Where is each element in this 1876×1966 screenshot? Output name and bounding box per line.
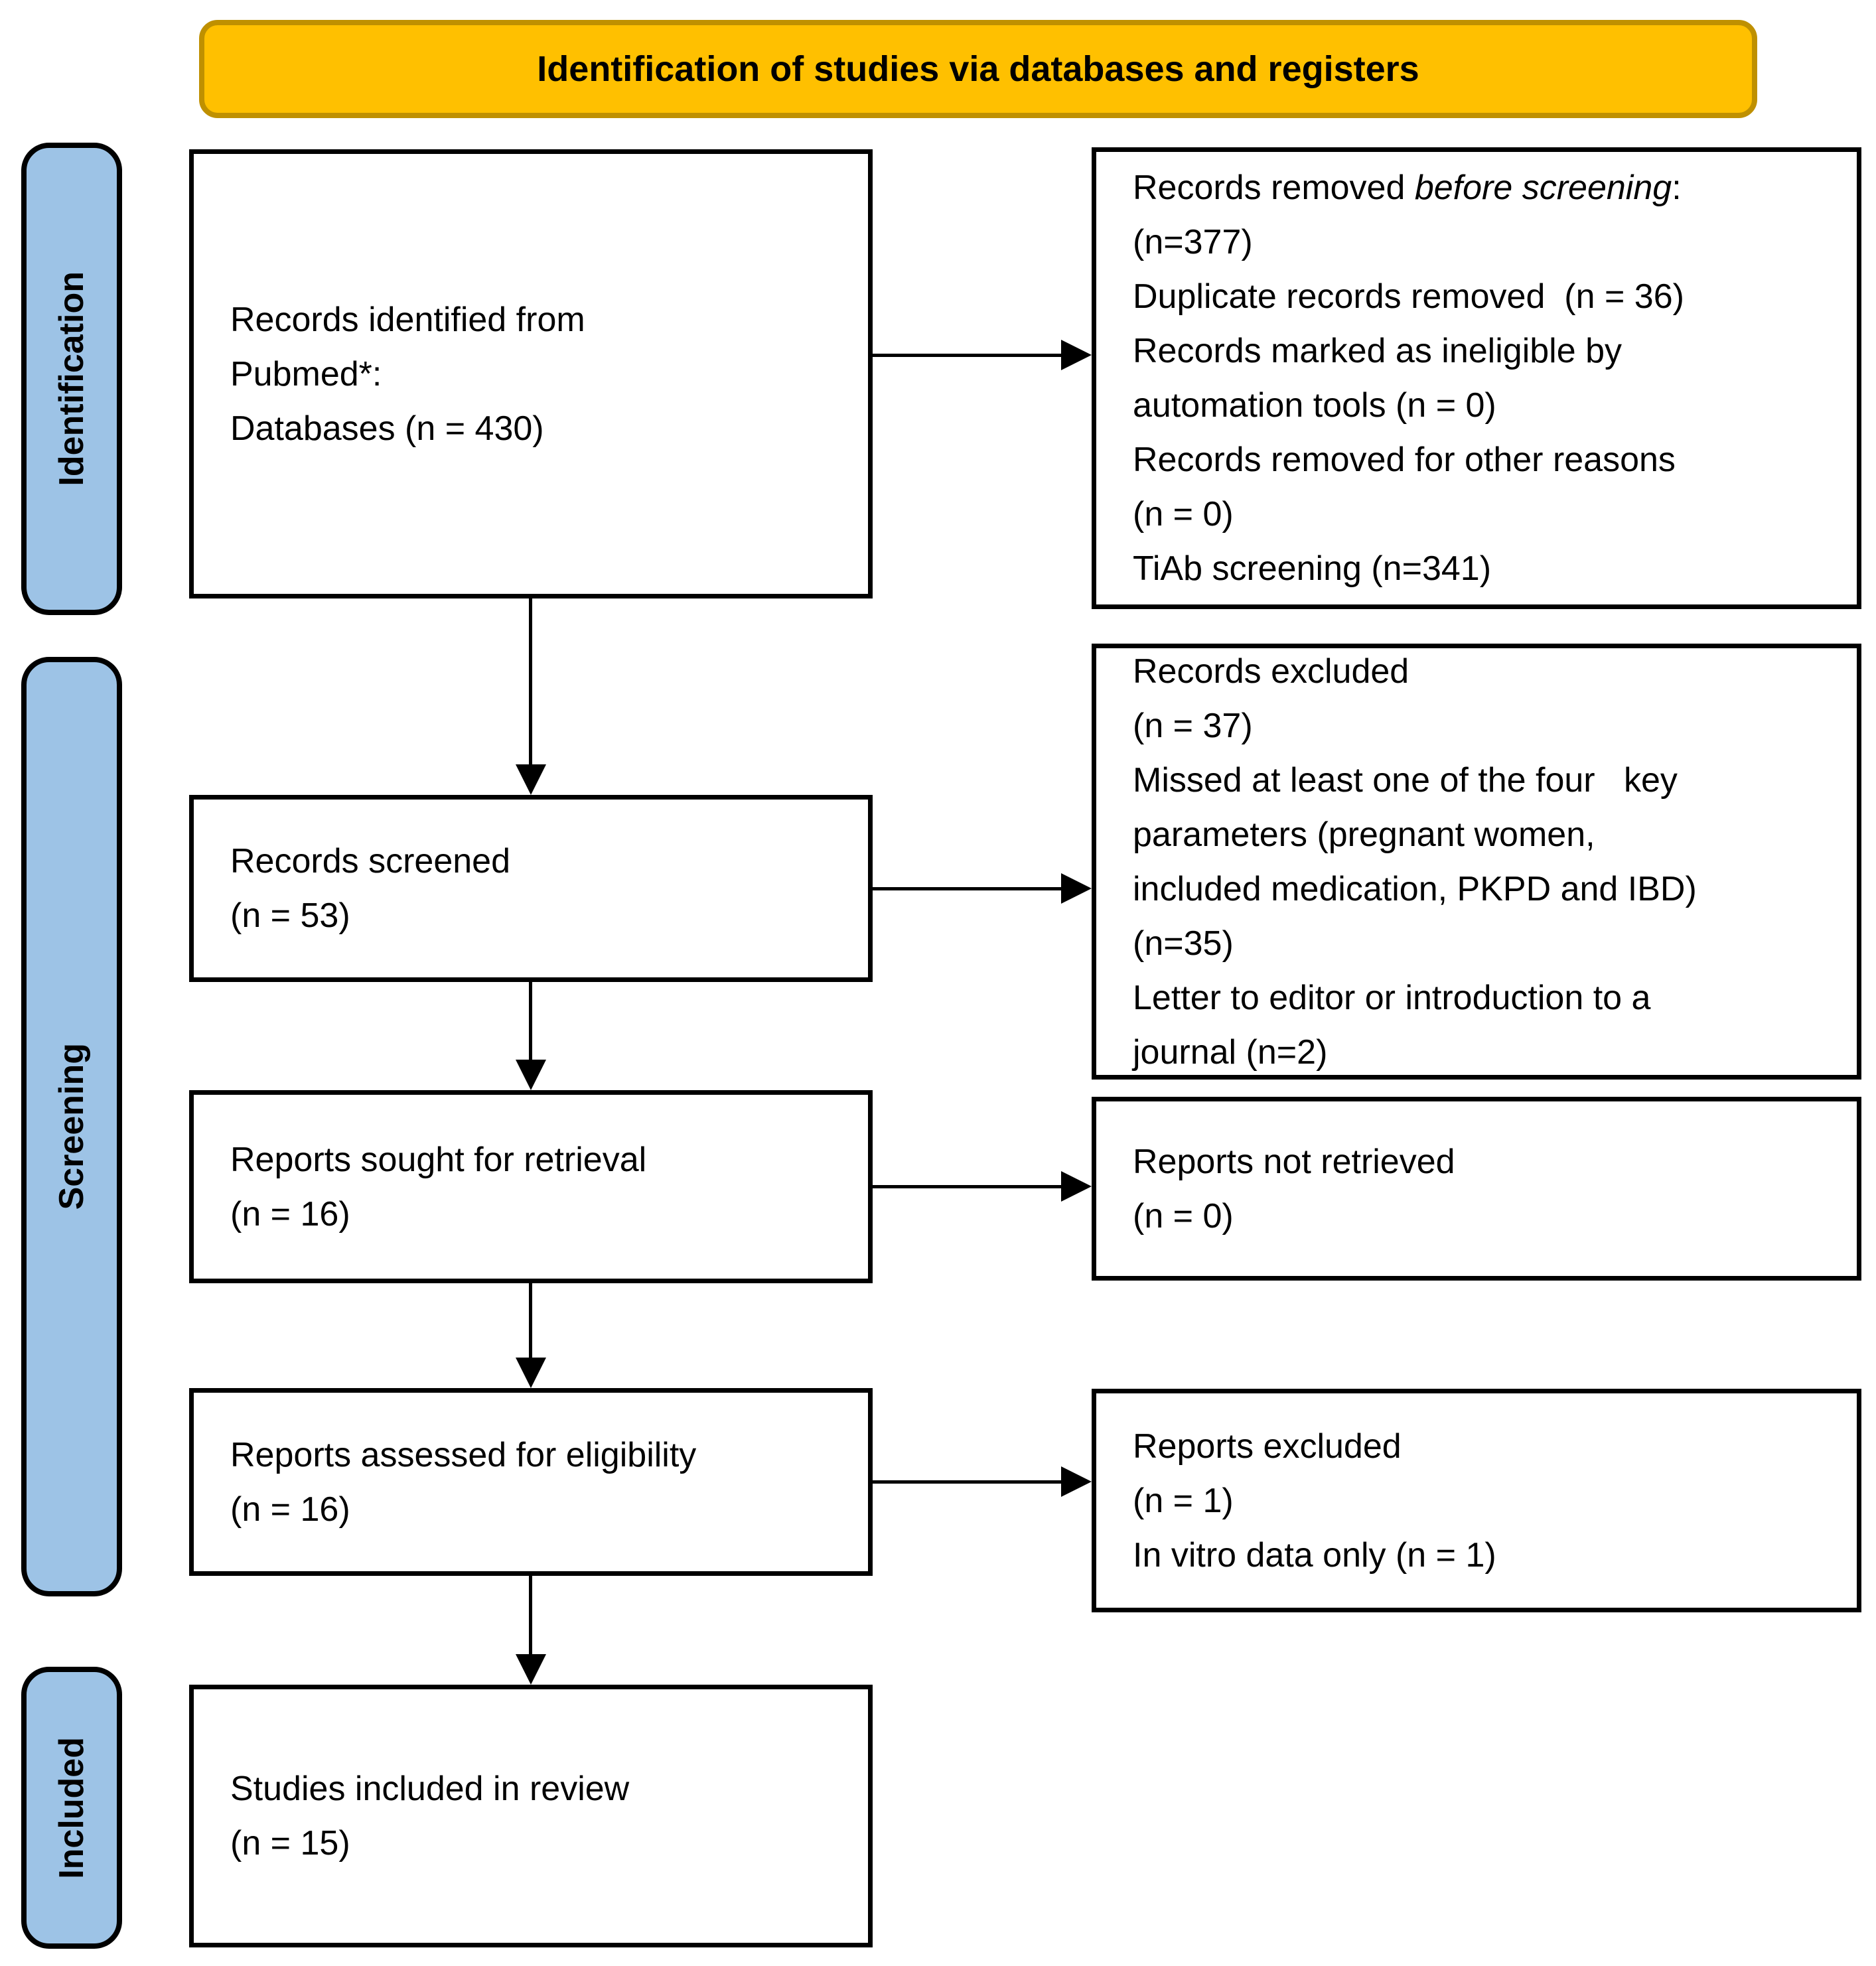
text-line: Reports not retrieved xyxy=(1133,1142,1455,1181)
text-line: In vitro data only (n = 1) xyxy=(1133,1535,1496,1575)
box-studies-included: Studies included in review (n = 15) xyxy=(189,1685,873,1947)
arrow-line xyxy=(873,1185,1061,1188)
text-line: Records screened xyxy=(230,842,510,880)
box-reports-not-retrieved: Reports not retrieved (n = 0) xyxy=(1092,1097,1861,1281)
text-line: Records identified from xyxy=(230,300,585,339)
italic-before-screening: before screening xyxy=(1414,169,1672,207)
text-line: TiAb screening (n=341) xyxy=(1133,549,1492,588)
text-line: Studies included in review xyxy=(230,1770,630,1808)
arrow-down-icon xyxy=(516,1358,546,1388)
text-line: Reports excluded xyxy=(1133,1427,1402,1466)
text-line: Records removed before screening: xyxy=(1133,169,1682,207)
text-line: (n=35) xyxy=(1133,924,1234,963)
box-records-removed-before-screening: Records removed before screening: (n=377… xyxy=(1092,147,1861,609)
stage-included: Included xyxy=(21,1667,122,1949)
text-line: Records removed for other reasons xyxy=(1133,441,1676,479)
arrow-line xyxy=(529,598,532,766)
text-line: (n = 16) xyxy=(230,1490,350,1529)
text-line: Letter to editor or introduction to a xyxy=(1133,978,1651,1017)
arrow-down-icon xyxy=(516,1060,546,1090)
text-line: Records marked as ineligible by xyxy=(1133,332,1623,370)
text-line: (n = 0) xyxy=(1133,1196,1234,1235)
arrow-right-icon xyxy=(1061,340,1092,370)
text-line: (n = 16) xyxy=(230,1194,350,1233)
arrow-line xyxy=(529,1283,532,1359)
banner-identification-of-studies: Identification of studies via databases … xyxy=(199,20,1757,118)
stage-screening-label: Screening xyxy=(52,1043,91,1210)
stage-included-label: Included xyxy=(52,1736,91,1879)
box-reports-sought: Reports sought for retrieval (n = 16) xyxy=(189,1090,873,1283)
text-line: (n = 1) xyxy=(1133,1481,1234,1520)
stage-identification: Identification xyxy=(21,143,122,615)
stage-identification-label: Identification xyxy=(52,271,91,486)
arrow-down-icon xyxy=(516,764,546,795)
text-line: Reports assessed for eligibility xyxy=(230,1435,697,1474)
text-line: automation tools (n = 0) xyxy=(1133,386,1496,425)
banner-label: Identification of studies via databases … xyxy=(537,49,1419,89)
arrow-line xyxy=(873,1480,1061,1484)
text-line: (n = 15) xyxy=(230,1824,350,1862)
box-reports-assessed: Reports assessed for eligibility (n = 16… xyxy=(189,1388,873,1576)
text-line: included medication, PKPD and IBD) xyxy=(1133,869,1697,908)
arrow-line xyxy=(873,354,1061,357)
arrow-line xyxy=(873,887,1061,890)
text-line: Duplicate records removed (n = 36) xyxy=(1133,277,1684,316)
arrow-right-icon xyxy=(1061,873,1092,904)
text-line: parameters (pregnant women, xyxy=(1133,815,1595,854)
text-line: Records excluded xyxy=(1133,652,1409,691)
text-line: Pubmed*: xyxy=(230,354,382,393)
text-line: Missed at least one of the four key xyxy=(1133,760,1678,800)
arrow-right-icon xyxy=(1061,1171,1092,1202)
arrow-right-icon xyxy=(1061,1466,1092,1497)
box-records-excluded: Records excluded (n = 37) Missed at leas… xyxy=(1092,644,1861,1080)
text-line: (n = 53) xyxy=(230,896,350,935)
box-records-identified: Records identified from Pubmed*: Databas… xyxy=(189,149,873,598)
text-line: (n = 37) xyxy=(1133,706,1253,745)
box-records-screened: Records screened (n = 53) xyxy=(189,795,873,982)
arrow-line xyxy=(529,982,532,1061)
text-line: journal (n=2) xyxy=(1133,1032,1328,1072)
arrow-line xyxy=(529,1576,532,1655)
text-line: (n = 0) xyxy=(1133,495,1234,533)
arrow-down-icon xyxy=(516,1654,546,1685)
box-reports-excluded: Reports excluded (n = 1) In vitro data o… xyxy=(1092,1389,1861,1612)
text-line: Databases (n = 430) xyxy=(230,409,544,448)
text-line: (n=377) xyxy=(1133,223,1253,261)
stage-screening: Screening xyxy=(21,657,122,1596)
text-line: Reports sought for retrieval xyxy=(230,1140,647,1179)
